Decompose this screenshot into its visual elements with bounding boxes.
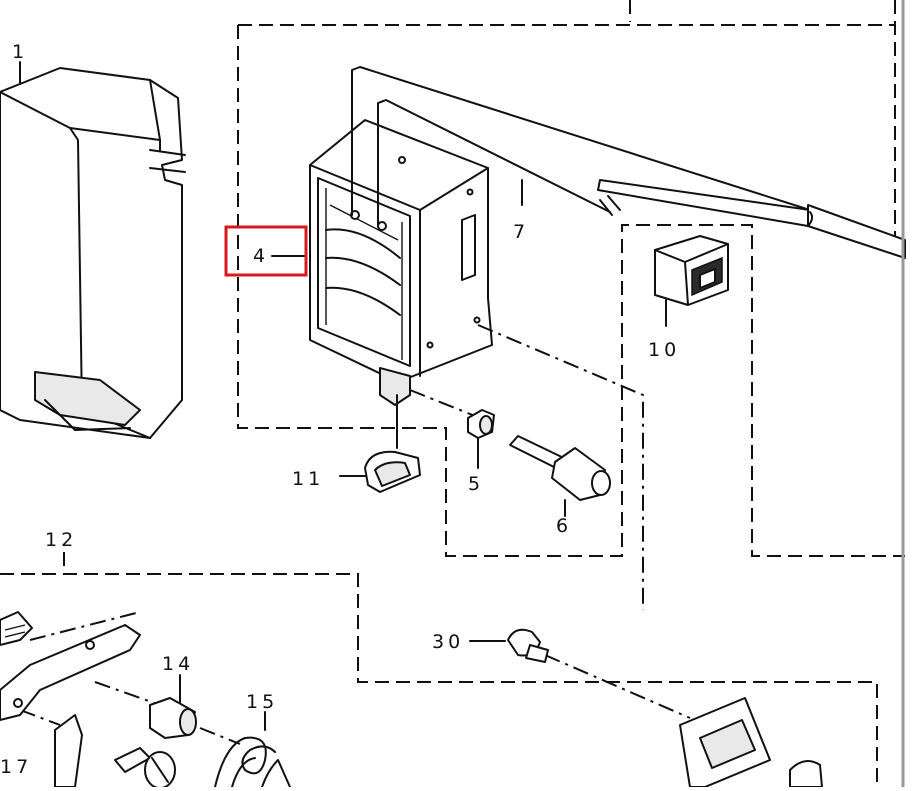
boundary-lever-group [0, 573, 878, 787]
boundary-solenoid-group [237, 25, 905, 557]
label-11: 11 [292, 468, 324, 490]
label-5: 5 [468, 473, 484, 495]
label-12: 12 [45, 529, 77, 551]
label-14: 14 [162, 653, 194, 675]
label-7: 7 [513, 221, 529, 243]
switch-part [654, 235, 729, 327]
cover-part [0, 61, 186, 439]
clip-part [339, 450, 421, 493]
label-6: 6 [556, 515, 572, 537]
callout-labels: 1 4 7 10 11 5 6 12 30 14 15 17 [0, 41, 680, 778]
label-30: 30 [432, 631, 464, 653]
sleeve-14-part [149, 697, 197, 739]
highlight-box [224, 225, 308, 277]
label-10: 10 [648, 339, 680, 361]
label-1: 1 [12, 41, 28, 63]
label-4: 4 [253, 245, 269, 267]
plunger-part [509, 435, 611, 517]
label-15: 15 [246, 691, 278, 713]
bushing-part [467, 409, 495, 469]
label-17: 17 [0, 756, 32, 778]
bracket-part [679, 697, 823, 788]
wire-leads [351, 66, 906, 259]
lever-part [0, 611, 181, 788]
screw-bottom-part [114, 747, 176, 789]
solenoid-part [309, 119, 493, 449]
assembly-axes [19, 324, 691, 745]
spring-15-part [214, 711, 291, 788]
screw-30-part [469, 628, 549, 663]
